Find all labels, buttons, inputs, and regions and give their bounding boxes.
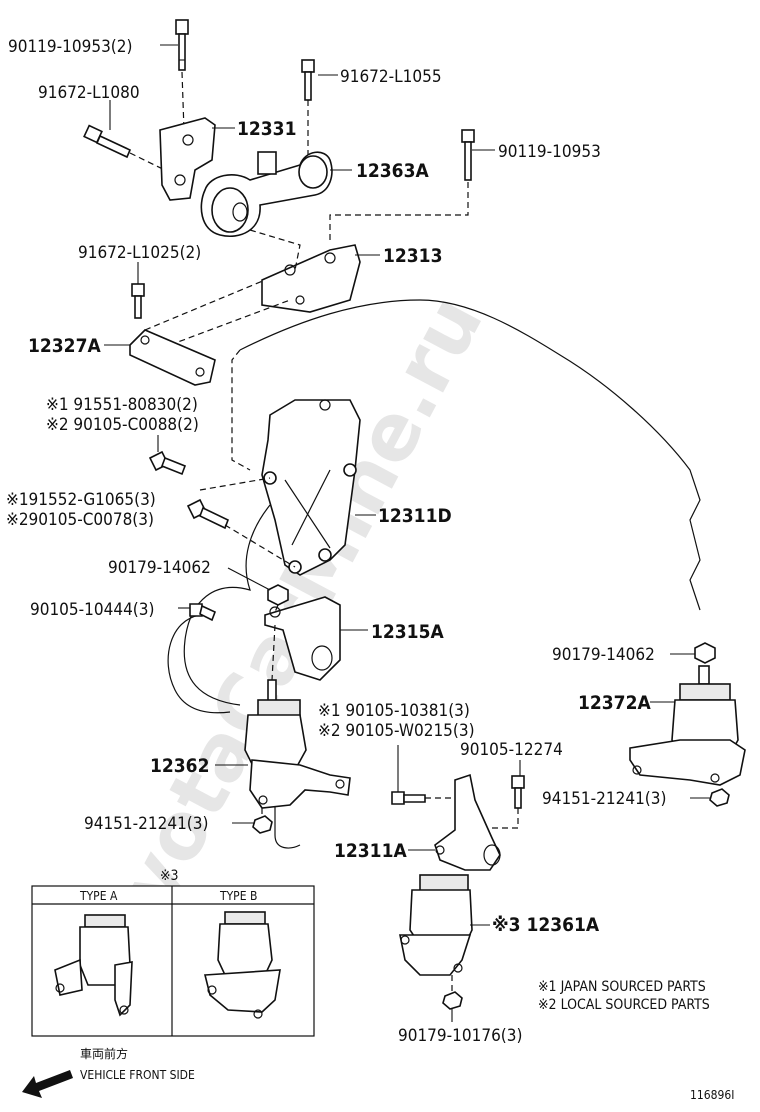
label-90105-C0078-3: ※290105-C0078(3)	[6, 510, 154, 530]
torque-rod-12363A	[200, 151, 333, 237]
label-91672-L1080: 91672-L1080	[38, 83, 140, 103]
dash-guide	[271, 624, 276, 681]
legend-note-japan: ※1 JAPAN SOURCED PARTS	[538, 979, 706, 995]
dash-guide	[224, 524, 296, 568]
label-90179-10176-3: 90179-10176(3)	[398, 1026, 522, 1046]
label-12327A: 12327A	[28, 335, 101, 357]
dash-guide	[490, 808, 519, 829]
bolt-90105-12274	[511, 775, 525, 809]
dash-guide	[329, 182, 469, 240]
label-90119-10953: 90119-10953	[498, 142, 601, 162]
label-91672-L1055: 91672-L1055	[340, 67, 442, 87]
type-box-marker: ※3	[160, 868, 179, 884]
type-b-mount-drawing	[203, 911, 281, 1019]
type-a-label: TYPE A	[79, 889, 118, 903]
nut-94151-21241-left	[252, 815, 273, 834]
label-91552-G1065-3: ※191552-G1065(3)	[6, 490, 156, 510]
label-90105-10381-3: ※1 90105-10381(3)	[318, 701, 470, 721]
label-94151-21241-3-right: 94151-21241(3)	[542, 789, 666, 809]
bolt-91672-L1080	[83, 124, 132, 159]
type-box: ※3 TYPE A TYPE B	[31, 868, 315, 1037]
bracket-12313	[261, 244, 361, 313]
dash-guide	[274, 604, 279, 613]
front-label: VEHICLE FRONT SIDE	[80, 1068, 195, 1082]
engine-mount-12361A	[399, 874, 473, 976]
leader-lines	[104, 44, 710, 1022]
engine-outline	[167, 299, 701, 849]
engine-mount-12372A	[629, 642, 746, 786]
bolt-90105-10444	[189, 603, 217, 622]
label-90105-W0215-3: ※2 90105-W0215(3)	[318, 721, 475, 741]
label-90105-10444-3: 90105-10444(3)	[30, 600, 154, 620]
label-94151-21241-3-left: 94151-21241(3)	[84, 814, 208, 834]
type-b-label: TYPE B	[219, 889, 257, 903]
dash-guide	[199, 477, 271, 491]
bracket-12327A	[129, 329, 216, 386]
dash-guide	[249, 229, 301, 271]
bolt-90119-10953-right	[461, 129, 475, 181]
nut-94151-21241-right	[709, 788, 730, 807]
vehicle-front-indicator: 車両前方 VEHICLE FRONT SIDE	[22, 1046, 195, 1098]
bolt-90105-10381	[391, 791, 426, 805]
label-90179-14062-right: 90179-14062	[552, 645, 655, 665]
label-91551-80830-2: ※1 91551-80830(2)	[46, 395, 198, 415]
bolt-91672-L1025	[131, 283, 145, 319]
label-12315A: 12315A	[371, 621, 444, 643]
engine-mount-12362	[244, 679, 351, 809]
front-arrow-icon	[22, 1070, 73, 1098]
bracket-12315A	[264, 596, 341, 681]
bolt-91551-80830	[148, 450, 187, 476]
bolt-91552-G1065	[186, 498, 230, 530]
label-12363A: 12363A	[356, 160, 429, 182]
label-90105-12274: 90105-12274	[460, 740, 563, 760]
nut-90179-10176	[442, 991, 463, 1010]
part-labels: 90119-10953(2) 91672-L1080 12331 91672-L…	[6, 37, 666, 1046]
label-91672-L1025-2: 91672-L1025(2)	[78, 243, 201, 263]
label-12372A: 12372A	[578, 692, 651, 714]
label-12361A: ※3 12361A	[492, 914, 600, 936]
label-90119-10953-2: 90119-10953(2)	[8, 37, 132, 57]
label-12311A: 12311A	[334, 840, 407, 862]
label-90179-14062-left: 90179-14062	[108, 558, 211, 578]
bolt-90119-10953-top-left	[175, 19, 189, 71]
label-12313: 12313	[383, 245, 442, 267]
label-12362: 12362	[150, 755, 209, 777]
bolt-91672-L1055	[301, 59, 315, 101]
label-90105-C0088-2: ※2 90105-C0088(2)	[46, 415, 199, 435]
label-12331: 12331	[237, 118, 296, 140]
bracket-12331	[159, 117, 216, 201]
nut-90179-14062-left	[267, 584, 289, 606]
bracket-12311A	[434, 773, 501, 871]
dash-guide	[169, 299, 291, 346]
legend-note-local: ※2 LOCAL SOURCED PARTS	[538, 997, 710, 1013]
front-label-jp: 車両前方	[80, 1046, 128, 1061]
figure-id: 116896I	[690, 1088, 734, 1102]
bracket-12311D	[261, 399, 361, 576]
type-a-mount-drawing	[54, 914, 133, 1017]
dash-guide	[144, 279, 266, 331]
legend: ※1 JAPAN SOURCED PARTS ※2 LOCAL SOURCED …	[538, 979, 710, 1013]
label-12311D: 12311D	[378, 505, 452, 527]
